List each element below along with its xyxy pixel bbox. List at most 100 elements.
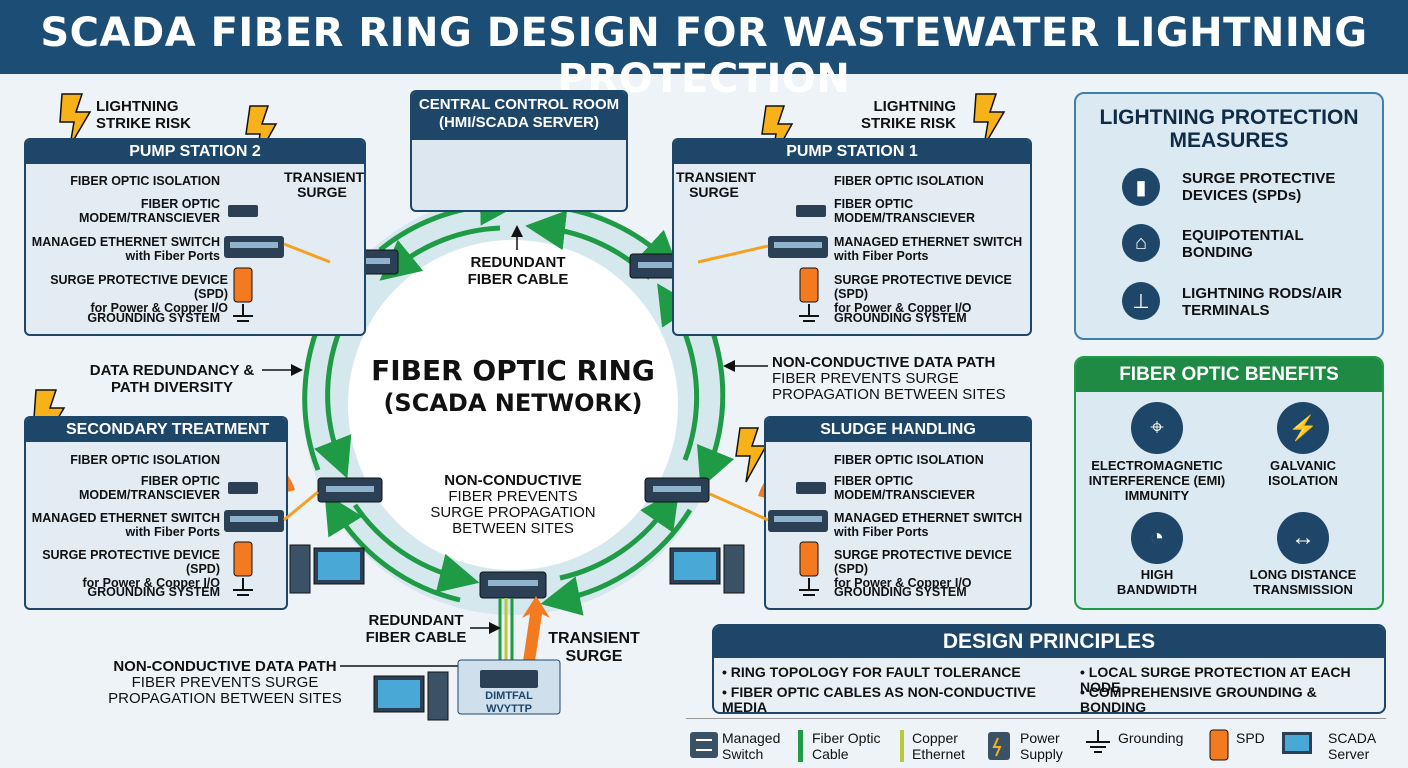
modem-line2: MODEM/TRANSCIEVER [79,211,220,225]
benefit-item-bandwidth: HIGH BANDWIDTH [1086,567,1228,597]
callout-line2: FIBER PREVENTS SURGE [131,674,319,691]
callout-line2: PATH DIVERSITY [111,379,233,396]
measure-item-bonding: EQUIPOTENTIAL BONDING [1182,227,1304,261]
legend-line1: SCADA [1328,730,1377,746]
measures-title-line2: MEASURES [1169,129,1289,152]
modem-line1: FIBER OPTIC [834,197,914,211]
callout-line1: NON-CONDUCTIVE DATA PATH [772,354,996,371]
bottom-node-line1: DIMTFAL [485,690,533,702]
page-title: SCADA FIBER RING DESIGN FOR WASTEWATER L… [40,10,1368,102]
ring-title: FIBER OPTIC RING [371,354,655,387]
ps1-grounding-label: GROUNDING SYSTEM [834,311,967,325]
transient-line1: TRANSIENT [676,169,757,185]
legend-line2: Switch [722,746,764,762]
benefit-line1: ELECTROMAGNETIC [1091,458,1223,473]
legend-line1: Grounding [1118,730,1184,746]
switch-line1: MANAGED ETHERNET SWITCH [834,511,1023,525]
measure-line1: EQUIPOTENTIAL [1182,227,1304,244]
legend-divider [686,718,1386,719]
control-room-header: CENTRAL CONTROL ROOM (HMI/SCADA SERVER) [412,92,626,140]
lightning-label-line2: STRIKE RISK [860,115,956,132]
ps2-spd-label: SURGE PROTECTIVE DEVICE (SPD)for Power &… [28,273,228,315]
sec-fiber-isolation-label: FIBER OPTIC ISOLATION [70,453,220,467]
switch-line2: with Fiber Ports [125,525,220,539]
legend-line1: Copper [912,730,958,746]
callout-line1: DATA REDUNDANCY & [89,362,255,379]
callout-line1: NON-CONDUCTIVE DATA PATH [113,658,337,675]
lightning-label-line1: LIGHTNING [873,98,957,115]
sludge-spd-label: SURGE PROTECTIVE DEVICE (SPD)for Power &… [834,548,1026,590]
control-room-title: CENTRAL CONTROL ROOM [418,96,620,113]
transient-line2: SURGE [689,184,739,200]
callout-line1: NON-CONDUCTIVE [444,472,582,489]
benefit-item-long-distance: LONG DISTANCE TRANSMISSION [1240,567,1366,597]
bottom-node-label: DIMTFAL WVYTTP [460,690,558,716]
spd-line2: for Power & Copper I/O [82,576,220,590]
switch-line1: MANAGED ETHERNET SWITCH [834,235,1023,249]
control-room-box: CENTRAL CONTROL ROOM (HMI/SCADA SERVER) [410,90,628,212]
benefit-line2: ISOLATION [1268,473,1338,488]
station-pump-2: PUMP STATION 2 [24,138,366,336]
ps2-fiber-isolation-label: FIBER OPTIC ISOLATION [70,174,220,188]
lightning-rod-icon: ⊥ [1122,282,1160,320]
legend-copper-icon [900,730,904,762]
spd-line1: SURGE PROTECTIVE DEVICE (SPD) [834,273,1012,301]
benefit-line1: LONG DISTANCE [1249,567,1357,582]
spd-line1: SURGE PROTECTIVE DEVICE (SPD) [42,548,220,576]
legend-icons [690,729,1312,762]
legend-fiber-icon [798,730,803,762]
callout-line4: BETWEEN SITES [452,520,574,537]
workstation-icon-bottom [373,671,449,721]
panel-design-principles: DESIGN PRINCIPLES [712,624,1386,714]
lightning-label-line2: STRIKE RISK [96,115,192,132]
benefit-line2: BANDWIDTH [1116,582,1198,597]
callout-line2: FIBER CABLE [467,271,569,288]
ring-center [348,240,678,570]
transient-surge-label-ps1: TRANSIENT SURGE [676,169,757,200]
callout-redundant-fiber-top: REDUNDANT FIBER CABLE [460,254,576,288]
modem-line1: FIBER OPTIC [834,474,914,488]
spd-line2: for Power & Copper I/O [834,576,972,590]
lightning-risk-label-right: LIGHTNING STRIKE RISK [860,98,956,132]
benefit-item-emi: ELECTROMAGNETIC INTERFERENCE (EMI) IMMUN… [1086,458,1228,503]
benefits-title: FIBER OPTIC BENEFITS [1076,358,1382,392]
spd-line2: for Power & Copper I/O [834,301,972,315]
benefit-line1: HIGH [1140,567,1174,582]
station-secondary-treatment: SECONDARY TREATMENT [24,416,288,610]
gauge-icon: ◔ [1131,512,1183,564]
lightning-label-line1: LIGHTNING [96,98,179,115]
callout-line2: FIBER PREVENTS [448,488,578,505]
pointer-arrows [262,225,768,672]
benefit-line2: INTERFERENCE (EMI) [1088,473,1226,488]
legend-line1: Fiber Optic [812,730,881,746]
station-pump-1: PUMP STATION 1 [672,138,1032,336]
principle-item-4: • COMPREHENSIVE GROUNDING & BONDING [1080,684,1317,715]
benefit-item-galvanic: GALVANIC ISOLATION [1240,458,1366,488]
station-title: PUMP STATION 2 [26,140,364,164]
legend-line2: Cable [812,746,849,762]
station-title: PUMP STATION 1 [674,140,1030,164]
modem-line2: MODEM/TRANSCIEVER [834,488,975,502]
bolt-icon: ⚡ [1277,402,1329,454]
legend-line1: Managed [722,730,781,746]
ring-subtitle: (SCADA NETWORK) [383,389,643,417]
callout-line2: FIBER PREVENTS SURGE [772,370,959,387]
transient-line2: SURGE [297,184,347,200]
legend-spd: SPD [1236,730,1265,746]
ring-switch-bottom [479,571,547,599]
principle-item-1: • RING TOPOLOGY FOR FAULT TOLERANCE [722,664,1021,680]
callout-line3: SURGE PROPAGATION [430,504,596,521]
callout-line2: FIBER CABLE [365,629,467,646]
transient-surge-label-ps2: TRANSIENT SURGE [284,170,364,200]
switch-line2: with Fiber Ports [125,249,220,263]
callout-line3: PROPAGATION BETWEEN SITES [108,690,342,707]
measures-title-line1: LIGHTNING PROTECTION [1099,106,1359,129]
